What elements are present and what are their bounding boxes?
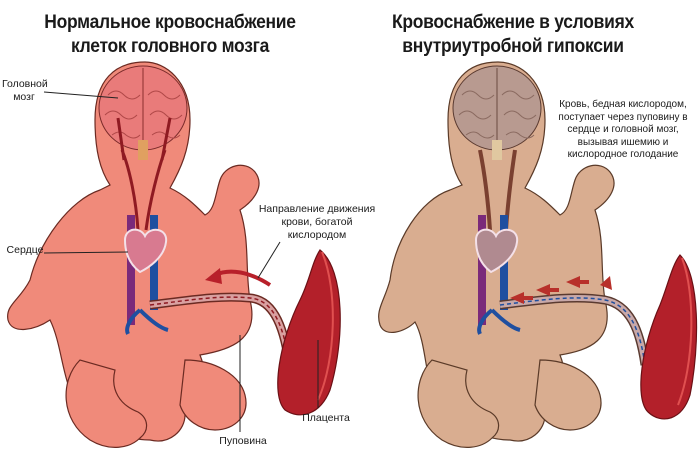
placenta-label: Плацента: [302, 412, 350, 424]
brain-leader-line: [43, 91, 119, 99]
normal-fetus-figure: [7, 61, 341, 448]
hypoxia-supply-title: Кровоснабжение в условиях внутриутробной…: [391, 12, 634, 57]
umbilical-cord-label: Пуповина: [219, 435, 267, 447]
heart-leader-line: [43, 251, 129, 254]
normal-supply-title: Нормальное кровоснабжение клеток головно…: [44, 12, 296, 57]
hypoxia-description: Кровь, бедная кислородом, поступает чере…: [558, 99, 688, 160]
heart-label: Сердце: [6, 244, 44, 256]
direction-leader-line: [257, 241, 281, 279]
brain-label: Головной мозг: [2, 78, 48, 103]
blood-direction-label: Направление движения крови, богатой кисл…: [258, 203, 376, 241]
hypoxia-fetus-figure: [378, 61, 698, 448]
